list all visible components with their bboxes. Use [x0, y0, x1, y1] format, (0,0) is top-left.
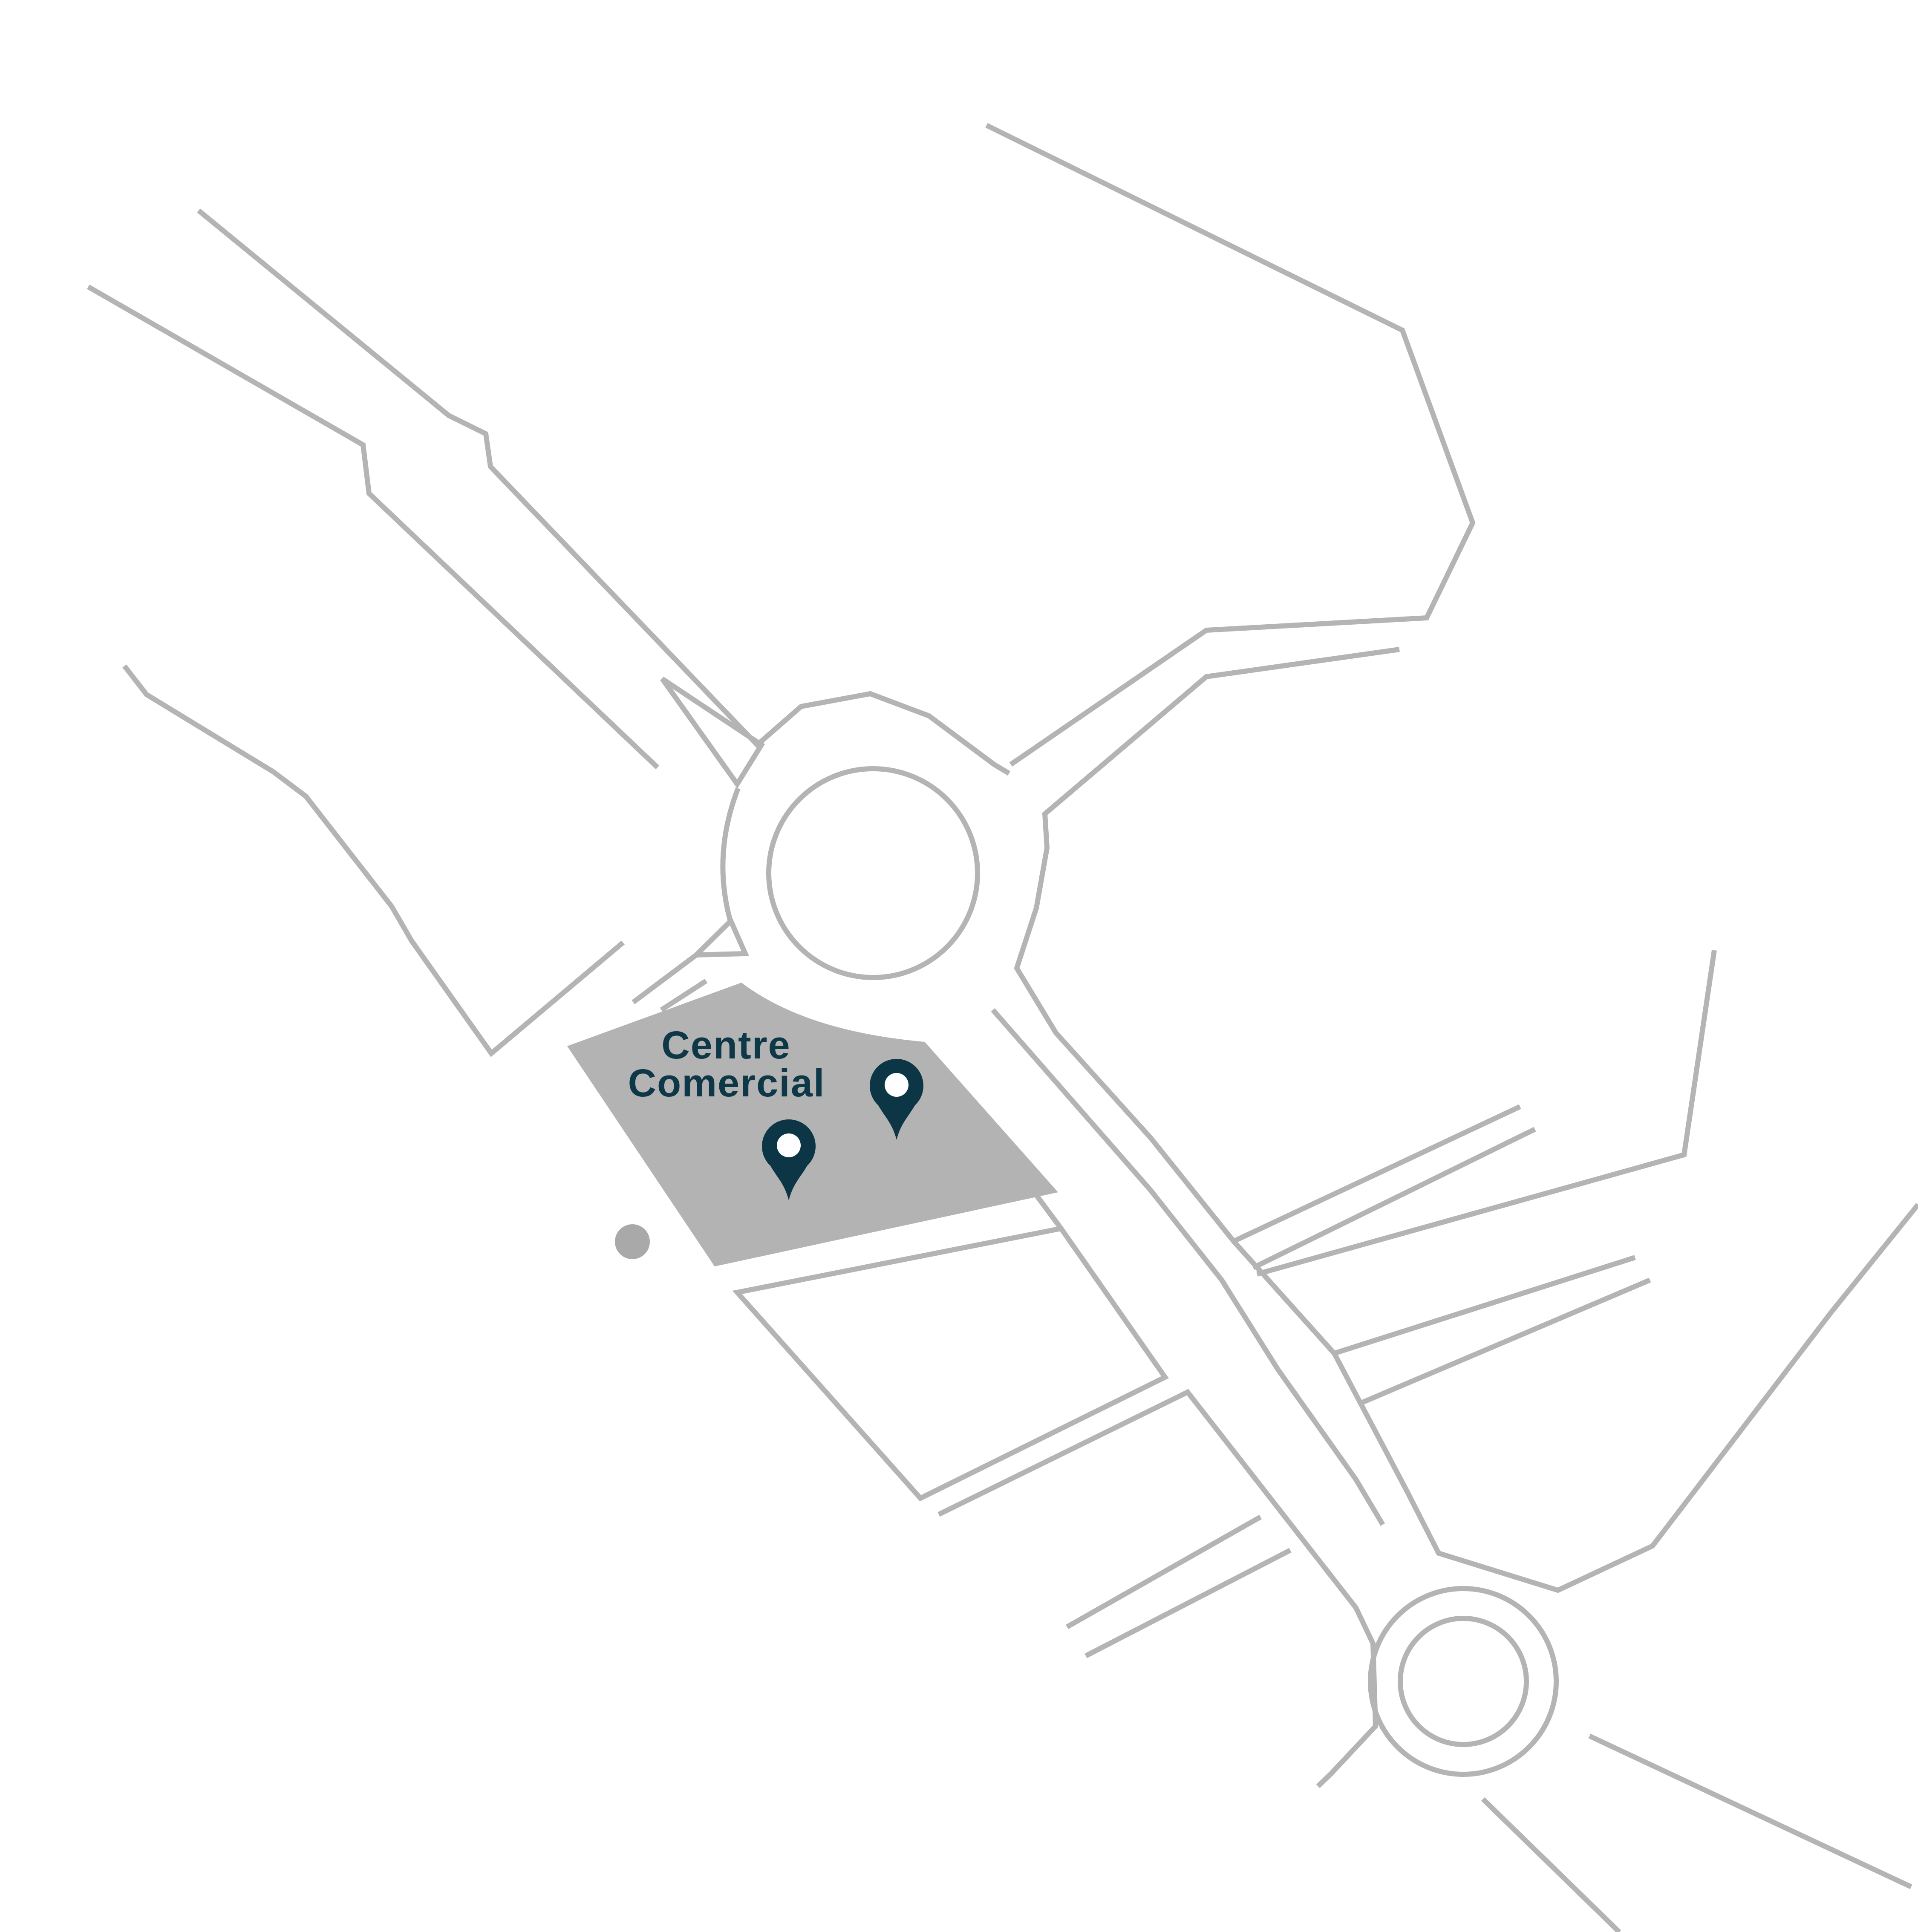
location-pin-right[interactable]: [870, 1058, 923, 1140]
main-roundabout-island: [766, 766, 980, 980]
map-label: Centre Comercial: [628, 1024, 825, 1105]
ring-west-boundary: [720, 787, 741, 920]
nw-avenue-lower-edge: [87, 284, 660, 770]
nw-avenue-upper-edge-and-ring-top: [197, 208, 1011, 776]
south-road-and-center-block: [732, 1049, 1169, 1502]
sw-approach-upper-edge: [1066, 1514, 1262, 1629]
east-lane-bent: [1256, 950, 1717, 1277]
traffic-island-triangle-nw: [660, 677, 765, 789]
second-roundabout-island: [1398, 1616, 1529, 1747]
location-pin-left-body-icon: [762, 1119, 816, 1200]
side-street-a-lower-edge: [1252, 1127, 1536, 1270]
ring2-exit-south: [1481, 1797, 1621, 1932]
se-road-south-edge: [991, 1008, 1385, 1526]
side-street-a-upper-edge: [1232, 1104, 1521, 1244]
road-network: [87, 123, 1918, 1932]
roundabouts: [766, 766, 1559, 1777]
sw-road-stub-upper: [632, 953, 698, 1004]
ring2-exit-east: [1588, 1733, 1912, 1889]
centre-comercial-block: [567, 983, 1058, 1266]
side-street-b-upper-edge: [1333, 1255, 1636, 1356]
location-pin-left[interactable]: [762, 1119, 816, 1200]
location-pins: [762, 1058, 923, 1200]
location-pin-right-body-icon: [870, 1058, 923, 1140]
northeast-block-boundary: [985, 123, 1476, 767]
traffic-island-triangle-sw: [689, 916, 750, 958]
west-block-boundary: [122, 664, 625, 1057]
small-plot-dot: [615, 1224, 650, 1259]
map-label-line-1: Centre: [661, 1024, 790, 1067]
sw-road-stub-lower: [660, 978, 708, 1012]
second-roundabout-outer: [1368, 1586, 1559, 1777]
map-label-line-2: Comercial: [628, 1061, 825, 1105]
sw-approach-lower-edge: [1084, 1548, 1292, 1658]
location-pin-right-hole: [885, 1073, 909, 1097]
ring-east-and-se-road-north-edge: [1014, 647, 1918, 1593]
location-pin-left-hole: [777, 1133, 801, 1157]
side-street-b-lower-edge: [1357, 1277, 1651, 1407]
lower-street-and-west-of-ring2-block: [937, 1389, 1379, 1788]
